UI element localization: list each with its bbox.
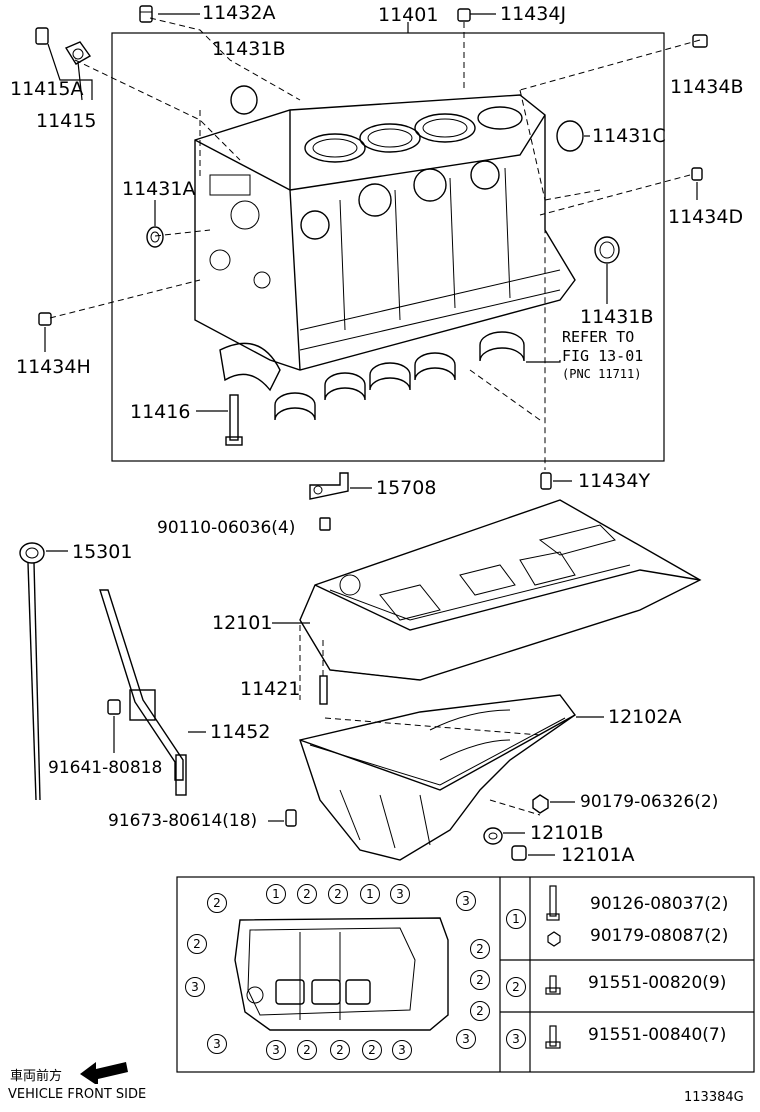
bolt-location-frame (176, 876, 755, 1073)
label-11421: 11421 (240, 678, 301, 700)
pan-marker-bottom-6: 3 (456, 1029, 476, 1049)
label-11416: 11416 (130, 401, 191, 423)
plug-11431B-top (230, 85, 258, 115)
plug-11434J (457, 8, 471, 22)
pan-marker-bottom-2: 2 (297, 1040, 317, 1060)
label-12101: 12101 (212, 612, 273, 634)
pan-top-view (234, 917, 449, 1031)
direction-english: VEHICLE FRONT SIDE (8, 1087, 147, 1102)
bolt-11416 (225, 394, 243, 446)
pan-marker-bottom-5: 3 (392, 1040, 412, 1060)
oil-pan-upper-12101 (299, 499, 702, 681)
crank-bearings (219, 331, 525, 421)
stud-11421 (319, 675, 328, 705)
pan-marker-left-2: 3 (185, 977, 205, 997)
bolt-90110 (319, 517, 331, 531)
legend-item-2a: 91551-00820(9) (588, 973, 727, 993)
pan-marker-left-3: 3 (207, 1034, 227, 1054)
pin-11434Y (540, 472, 552, 490)
label-11415A: 11415A (10, 78, 84, 100)
label-11434D: 11434D (668, 206, 744, 228)
plug-11434D (691, 167, 703, 181)
nut-90179-06326 (532, 794, 549, 814)
legend-item-1b: 90179-08087(2) (590, 926, 729, 946)
label-91641: 91641-80818 (48, 758, 163, 778)
figure-id: 113384G (684, 1090, 744, 1105)
plug-11431B-right (594, 236, 620, 264)
plug-11434B (692, 34, 708, 48)
label-11431A: 11431A (122, 178, 196, 200)
label-12101A: 12101A (561, 844, 635, 866)
bracket-15708 (309, 472, 349, 500)
pan-marker-top-1: 2 (207, 893, 227, 913)
pan-marker-top-6: 3 (390, 884, 410, 904)
front-arrow-icon (80, 1062, 128, 1084)
label-11434H: 11434H (16, 356, 91, 378)
legend-bolt-icons (545, 885, 561, 1049)
pan-marker-right-3: 2 (470, 1001, 490, 1021)
plug-11431C (556, 120, 584, 152)
pan-marker-bottom-3: 2 (330, 1040, 350, 1060)
pan-marker-left-1: 2 (187, 934, 207, 954)
label-11431C: 11431C (592, 125, 666, 147)
block-group-frame (111, 32, 665, 462)
pan-marker-top-4: 2 (328, 884, 348, 904)
pan-marker-top-5: 1 (360, 884, 380, 904)
pan-marker-right-1: 2 (470, 939, 490, 959)
label-11431B-right: 11431B (580, 306, 654, 328)
label-90179-06326: 90179-06326(2) (580, 792, 719, 812)
legend-key-1: 1 (506, 909, 526, 929)
pan-marker-top-2: 1 (266, 884, 286, 904)
dipstick-15301 (19, 542, 45, 801)
pan-marker-bottom-4: 2 (362, 1040, 382, 1060)
drain-plug-12101A (511, 845, 527, 861)
fitting-11415A (35, 27, 92, 65)
legend-key-2: 2 (506, 977, 526, 997)
label-12102A: 12102A (608, 706, 682, 728)
plug-11432A (139, 5, 153, 23)
label-90110: 90110-06036(4) (157, 518, 296, 538)
refer-line-3: (PNC 11711) (562, 367, 642, 381)
label-11434Y: 11434Y (578, 470, 651, 492)
gasket-12101B (483, 827, 503, 845)
legend-item-1a: 90126-08037(2) (590, 894, 729, 914)
legend-item-3a: 91551-00840(7) (588, 1025, 727, 1045)
pan-marker-right-2: 2 (470, 970, 490, 990)
pan-marker-bottom-1: 3 (266, 1040, 286, 1060)
bolt-91641 (107, 699, 121, 715)
legend-key-3: 3 (506, 1029, 526, 1049)
oil-pan-lower-12102A (299, 694, 576, 861)
label-12101B: 12101B (530, 822, 604, 844)
refer-line-1: REFER TO (562, 328, 635, 346)
direction-japanese: 車両前方 (10, 1069, 63, 1084)
plug-11434H (38, 312, 52, 326)
refer-line-2: FIG 13-01 (562, 347, 644, 365)
label-11432A: 11432A (202, 2, 276, 24)
cylinder-block (194, 94, 576, 371)
label-91673: 91673-80614(18) (108, 811, 258, 831)
label-15708: 15708 (376, 477, 437, 499)
label-11401: 11401 (378, 4, 439, 26)
label-11434B: 11434B (670, 76, 744, 98)
label-11415: 11415 (36, 110, 97, 132)
pan-marker-top-7: 3 (456, 891, 476, 911)
pan-marker-top-3: 2 (297, 884, 317, 904)
bolt-91673 (285, 809, 297, 827)
label-11434J: 11434J (500, 3, 567, 25)
dipstick-guide-11452 (99, 589, 187, 796)
label-15301: 15301 (72, 541, 133, 563)
label-11452: 11452 (210, 721, 271, 743)
plug-11431A (146, 226, 164, 248)
label-11431B-top: 11431B (212, 38, 286, 60)
